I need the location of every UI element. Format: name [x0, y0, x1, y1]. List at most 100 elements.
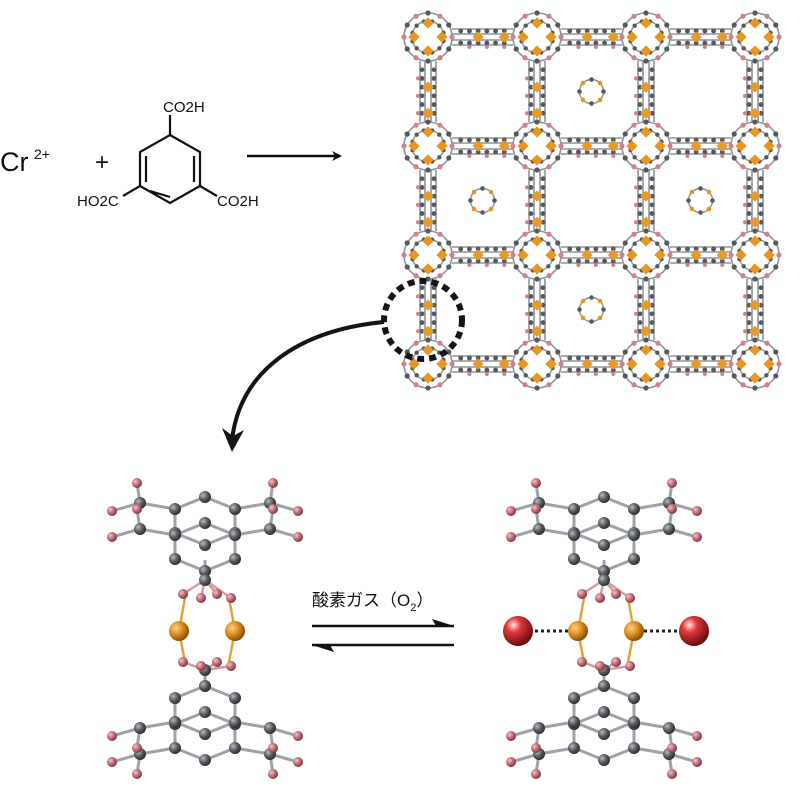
oxygen-atom — [595, 593, 605, 603]
carbon-atom — [264, 523, 276, 535]
metal-charge: 2+ — [34, 146, 50, 162]
lattice-node — [728, 337, 782, 391]
oxygen-atom — [178, 657, 188, 667]
bound-oxygen-molecule — [503, 616, 533, 646]
lattice-node — [510, 119, 564, 173]
lattice-strut — [452, 355, 513, 376]
carbon-atom — [199, 539, 211, 551]
oxygen-atom — [196, 661, 206, 671]
oxygen-atom — [178, 589, 188, 599]
oxygen-atom — [107, 532, 117, 542]
carbon-atom — [264, 722, 276, 734]
oxygen-atom — [577, 657, 587, 667]
cluster-atoms — [503, 478, 709, 779]
carbon-atom — [568, 503, 580, 515]
lattice-strut — [743, 170, 764, 231]
lattice-node — [401, 337, 455, 391]
cluster-atoms — [107, 478, 303, 779]
carbon-atom — [598, 754, 610, 766]
paddlewheel-cluster — [107, 478, 303, 779]
carbon-atom — [628, 553, 640, 565]
oxygen-atom — [293, 731, 303, 741]
lattice-node — [619, 10, 673, 64]
carbon-atom — [568, 553, 580, 565]
trimesic-acid-structure — [122, 115, 218, 205]
lattice-strut — [561, 355, 622, 376]
oxygen-atom — [212, 657, 222, 667]
carbon-atom — [169, 529, 181, 541]
carboxyl-left: HO2C — [77, 193, 119, 210]
oxygen-atom — [268, 769, 278, 779]
oxygen-atom — [667, 504, 677, 514]
lattice-cage — [577, 295, 606, 324]
metal-symbol: Cr — [0, 147, 29, 177]
lattice-node — [619, 228, 673, 282]
lattice-strut — [525, 279, 546, 340]
oxygen-atom — [531, 769, 541, 779]
oxygen-atom — [625, 661, 635, 671]
carbon-atom — [229, 742, 241, 754]
oxygen-atom — [293, 506, 303, 516]
carbon-atom — [169, 716, 181, 728]
equilibrium-arrows-icon — [312, 619, 454, 652]
lattice-strut — [452, 246, 513, 267]
oxygen-atom — [506, 731, 516, 741]
lattice-node — [510, 228, 564, 282]
carbon-atom — [628, 529, 640, 541]
curved-arrow-head — [222, 428, 244, 452]
carbon-atom — [229, 692, 241, 704]
carbon-atom — [199, 728, 211, 740]
carbon-atom — [628, 742, 640, 754]
oxygen-atom — [625, 593, 635, 603]
oxygen-atom — [107, 731, 117, 741]
carbon-atom — [229, 553, 241, 565]
carbon-atom — [199, 706, 211, 718]
lattice-node — [619, 119, 673, 173]
oxygen-atom — [226, 661, 236, 671]
lattice-strut — [416, 279, 437, 340]
carbon-atom — [199, 517, 211, 529]
oxygen-atom — [595, 661, 605, 671]
oxygen-atom — [132, 743, 142, 753]
carbon-atom — [568, 529, 580, 541]
carbon-atom — [134, 722, 146, 734]
carbon-atom — [598, 574, 610, 586]
oxygen-atom — [692, 506, 702, 516]
lattice-strut — [634, 61, 655, 122]
carbon-atom — [199, 565, 211, 577]
lattice-strut — [416, 61, 437, 122]
carbon-atom — [169, 692, 181, 704]
oxygen-atom — [692, 731, 702, 741]
carbon-atom — [598, 728, 610, 740]
carbon-atom — [533, 523, 545, 535]
lattice-strut — [670, 28, 731, 49]
lattice-node — [728, 10, 782, 64]
lattice-strut — [561, 246, 622, 267]
carboxyl-top: CO2H — [163, 99, 205, 116]
oxygen-gas-label: 酸素ガス（O2） — [312, 591, 433, 614]
carbon-atom — [663, 722, 675, 734]
carbon-atom — [169, 742, 181, 754]
lattice-strut — [561, 28, 622, 49]
lattice-node — [728, 119, 782, 173]
carbon-atom — [229, 529, 241, 541]
lattice-strut — [670, 137, 731, 158]
dashed-circle-icon — [381, 278, 465, 362]
carbon-atom — [169, 503, 181, 515]
lattice-strut — [743, 61, 764, 122]
lattice-node — [401, 119, 455, 173]
lattice-strut — [525, 61, 546, 122]
oxygen-atom — [692, 757, 702, 767]
bound-oxygen-molecule — [679, 616, 709, 646]
carbon-atom — [568, 692, 580, 704]
carbon-atom — [628, 503, 640, 515]
lattice-cage — [577, 77, 606, 106]
lattice-node — [619, 337, 673, 391]
carbon-atom — [568, 742, 580, 754]
oxygen-atom — [196, 593, 206, 603]
carbon-atom — [628, 692, 640, 704]
lattice-strut — [452, 28, 513, 49]
chromium-atom — [568, 621, 588, 641]
oxygen-atom — [506, 532, 516, 542]
carbon-atom — [169, 553, 181, 565]
